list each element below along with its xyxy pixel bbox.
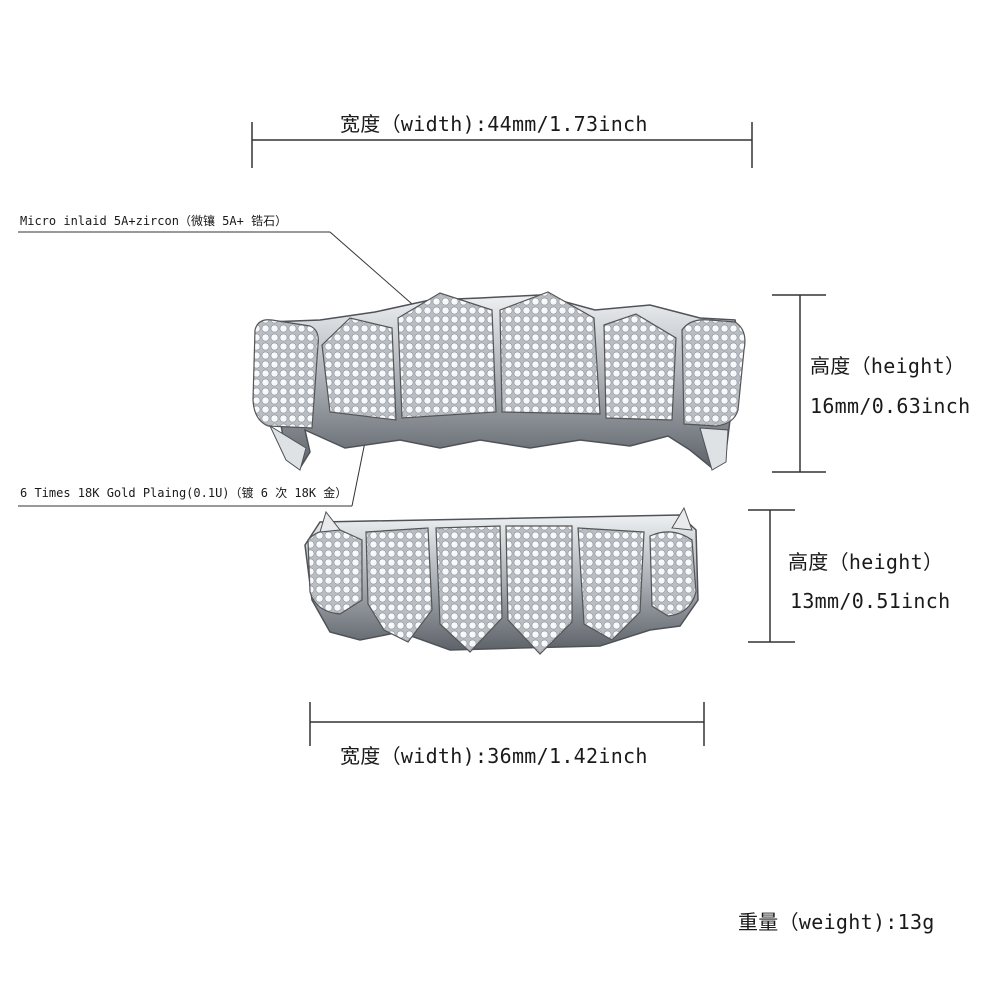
plating-note: 6 Times 18K Gold Plaing(0.1U)（镀 6 次 18K …	[20, 486, 348, 500]
zircon-note: Micro inlaid 5A+zircon（微镶 5A+ 锆石）	[20, 214, 288, 228]
top-grillz	[252, 291, 746, 471]
bottom-width-label: 宽度（width):36mm/1.42inch	[340, 744, 648, 768]
bottom-height-value: 13mm/0.51inch	[790, 589, 951, 613]
bottom-grillz	[304, 506, 699, 655]
weight-label: 重量（weight):13g	[738, 910, 935, 934]
bottom-height-label: 高度（height）	[788, 550, 944, 574]
dimension-lines	[251, 122, 826, 746]
top-height-value: 16mm/0.63inch	[810, 394, 971, 418]
top-height-label: 高度（height）	[810, 354, 966, 378]
top-width-label: 宽度（width):44mm/1.73inch	[340, 112, 648, 136]
